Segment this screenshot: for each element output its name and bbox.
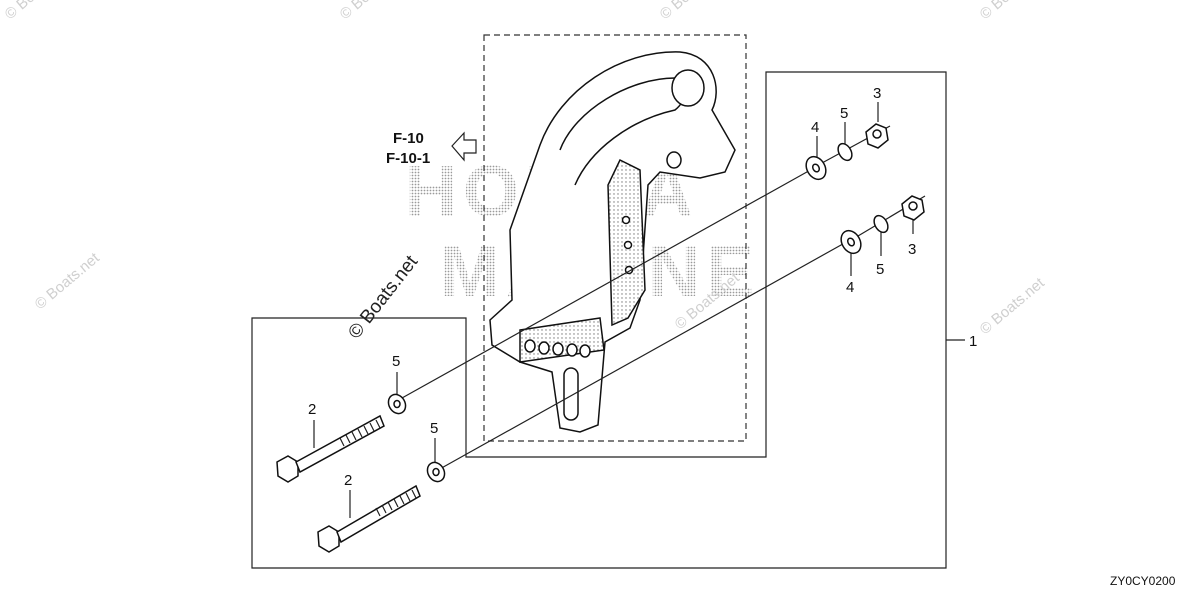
copyright-watermark: © Boats.net [977,274,1049,338]
assembly-outlines [251,34,965,569]
bracket-slot [563,367,579,421]
reference-label-2: F-10-1 [386,150,430,167]
bolt-2-lower-thread [375,489,417,517]
bracket-pivot-hole-lower [666,151,682,169]
callout-3-top: 3 [873,85,881,102]
bracket-reference-box [483,34,747,442]
callout-1: 1 [969,333,977,350]
reference-arrow-group: F-10 F-10-1 [386,130,477,167]
bolt-2-lower-head [317,525,340,553]
copyright-watermark: © Boats.net [657,0,729,23]
adjust-hole [623,240,633,250]
diagram-code: ZY0CY0200 [1110,574,1176,588]
adjust-hole [621,215,631,225]
callout-2-bottom: 2 [344,472,352,489]
callout-5-top-right: 5 [840,105,848,122]
washer-hole [811,163,821,173]
foot-hole [552,342,564,356]
lockwasher-5-lower [873,214,889,234]
washer-hole [846,237,856,247]
assembly-axis-lower [437,239,851,471]
callout-4-top: 4 [811,119,819,136]
hardware-left [276,393,446,553]
hardware-right [805,123,925,255]
callout-2-top: 2 [308,401,316,418]
copyright-watermark: © Boats.net [337,0,409,23]
lockwasher-5-upper [837,142,853,162]
callout-4-bottom: 4 [846,279,854,296]
assembly-axis-upper [401,167,815,399]
assembly-lines [313,102,926,518]
foot-hole [566,343,578,357]
callout-labels: 1 2 2 3 3 4 4 5 5 5 5 [308,85,977,489]
washer-hole [393,399,401,409]
callout-5-bottom-right: 5 [876,261,884,278]
bracket-pivot-hole [671,69,705,107]
foot-hole [579,344,591,358]
assembly-1-outline [251,71,947,569]
foot-hole [538,341,550,355]
copyright-watermark: © Boats.net [32,249,104,313]
copyright-watermark-main: © Boats.net [344,251,422,343]
nut-hole [908,201,918,211]
washer-hole [432,467,440,477]
stern-bracket-drawing [489,51,736,433]
arrow-left-icon [451,131,477,162]
reference-label-1: F-10 [393,130,424,147]
foot-hole [524,339,536,353]
copyright-watermark: © Boats.net [2,0,74,23]
nut-hole [872,129,882,139]
bolt-2-upper-head [276,455,299,483]
copyright-watermark: © Boats.net [977,0,1049,23]
bolt-2-upper-thread [339,419,381,447]
callout-5-left-bottom: 5 [430,420,438,437]
callout-5-left-top: 5 [392,353,400,370]
callout-3-bottom: 3 [908,241,916,258]
bolt-2-upper-shank [295,414,385,474]
